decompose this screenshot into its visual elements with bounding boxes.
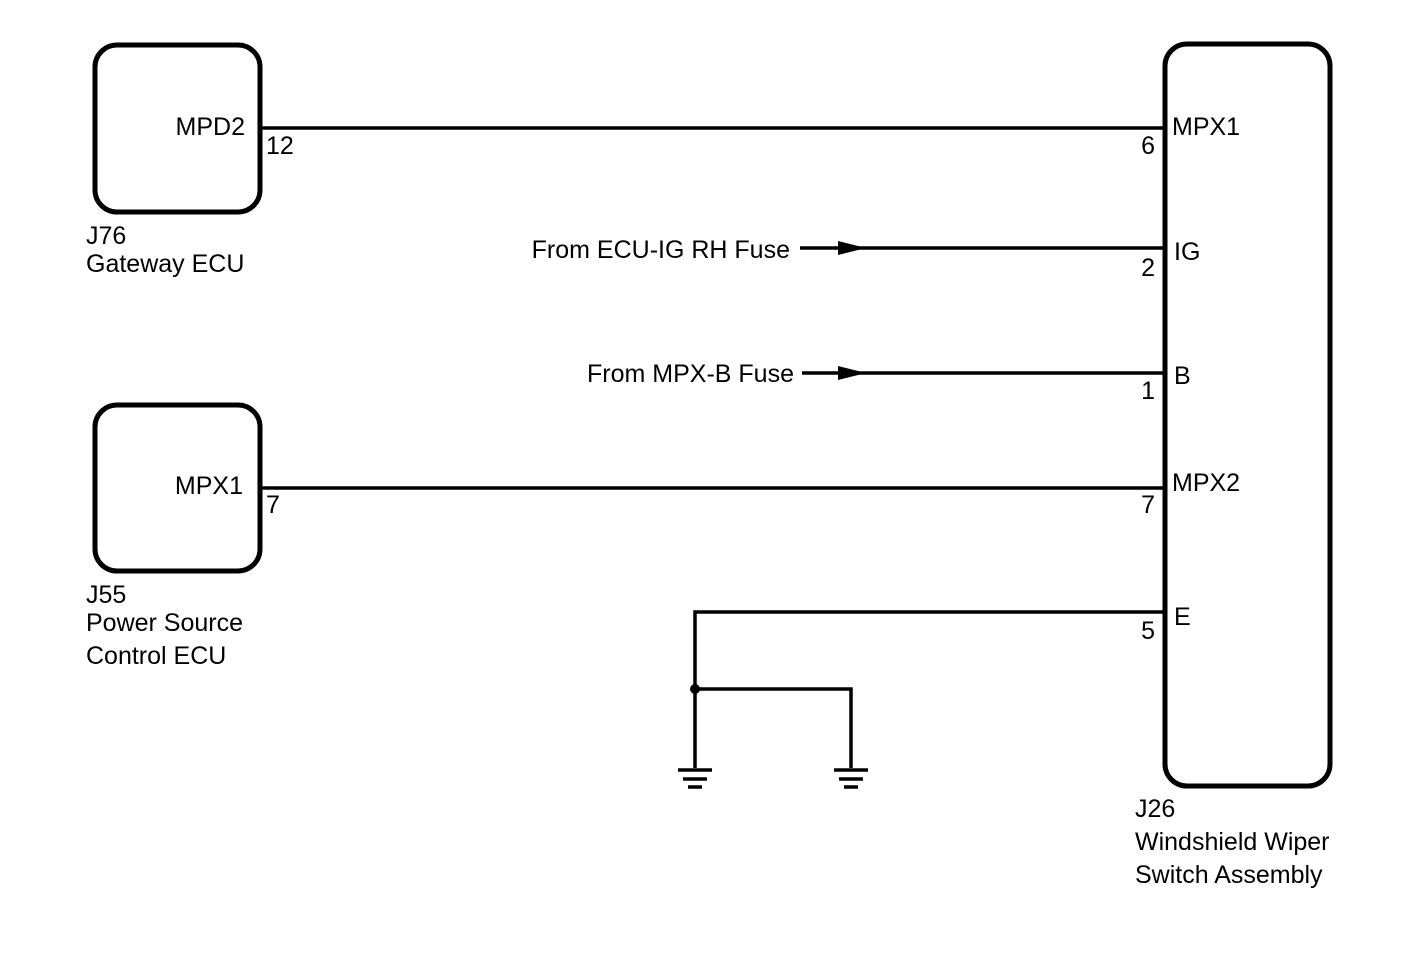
wiper-ig-label: IG xyxy=(1174,238,1200,266)
wiper-switch-name-line1: Windshield Wiper xyxy=(1135,828,1330,856)
ecu-ig-rh-fuse-label: From ECU-IG RH Fuse xyxy=(532,236,790,264)
gateway-mpd2-pin-number: 12 xyxy=(266,132,294,160)
wiper-switch-box xyxy=(1162,41,1333,789)
junction-dot xyxy=(690,684,700,694)
gateway-mpd2-label: MPD2 xyxy=(176,113,245,141)
gateway-ecu-name: Gateway ECU xyxy=(86,250,244,278)
wiper-mpx1-pin-number: 6 xyxy=(1141,132,1155,160)
wiper-e-pin-number: 5 xyxy=(1141,617,1155,645)
power-source-ecu-ref: J55 xyxy=(86,581,126,609)
wire-ground-e xyxy=(693,610,1165,768)
power-mpx1-label: MPX1 xyxy=(175,472,243,500)
power-mpx1-pin-number: 7 xyxy=(266,491,280,519)
power-source-ecu-name-line2: Control ECU xyxy=(86,642,226,670)
arrow-mpx-b-icon xyxy=(838,366,866,380)
mpx-b-fuse-label: From MPX-B Fuse xyxy=(587,360,794,388)
wiper-mpx1-label: MPX1 xyxy=(1172,113,1240,141)
wire-ground-branch xyxy=(695,687,853,768)
wiper-switch-name-line2: Switch Assembly xyxy=(1135,861,1323,889)
wiper-b-label: B xyxy=(1174,362,1191,390)
wiper-e-label: E xyxy=(1174,603,1191,631)
wiper-mpx2-pin-number: 7 xyxy=(1141,491,1155,519)
wiper-b-pin-number: 1 xyxy=(1141,377,1155,405)
power-source-ecu-name-line1: Power Source xyxy=(86,609,243,637)
ground-left-icon xyxy=(678,768,712,789)
ground-right-icon xyxy=(834,768,868,789)
arrow-ecu-ig-rh-icon xyxy=(838,241,866,255)
wiper-switch-ref: J26 xyxy=(1135,795,1175,823)
gateway-ecu-ref: J76 xyxy=(86,222,126,250)
wiper-ig-pin-number: 2 xyxy=(1141,254,1155,282)
wiper-mpx2-label: MPX2 xyxy=(1172,469,1240,497)
